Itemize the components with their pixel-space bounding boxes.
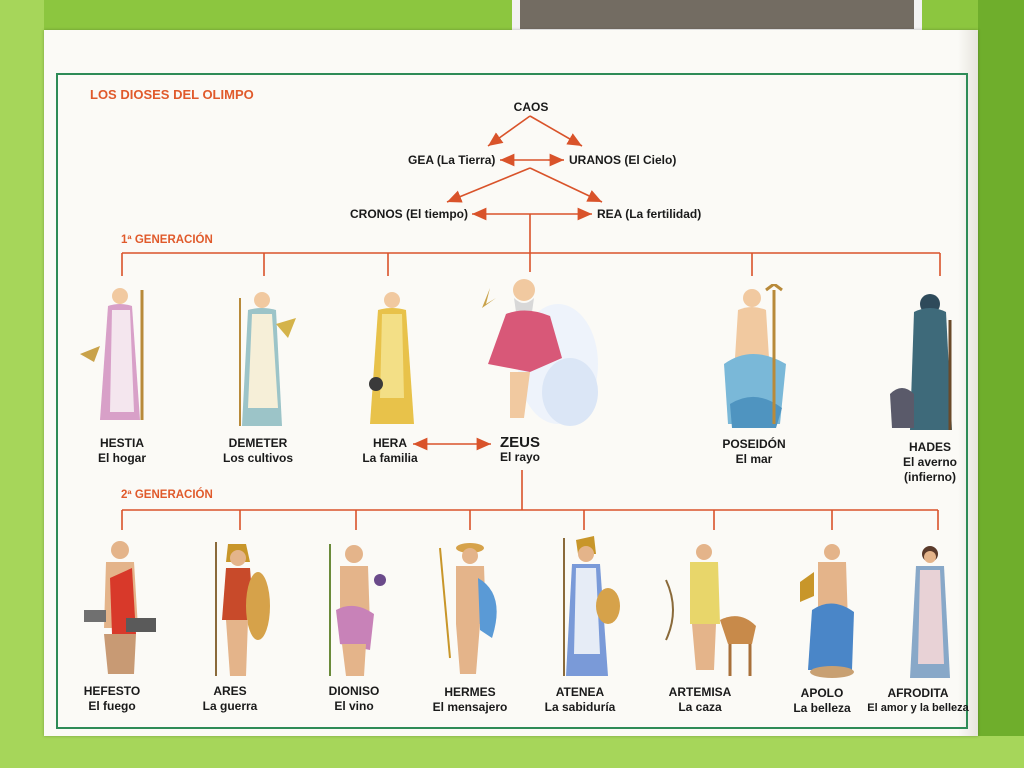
god-name: POSEIDÓN <box>722 437 786 451</box>
background-stripe <box>0 0 44 768</box>
uranos-label: URANOS (El Cielo) <box>569 153 677 167</box>
background-stripe <box>978 0 1024 768</box>
page-edge <box>958 30 978 736</box>
atenea-illustration <box>563 536 620 676</box>
god-name: ZEUS <box>499 434 540 451</box>
god-role: La familia <box>362 451 418 465</box>
dioniso-illustration <box>329 544 386 676</box>
zeus-illustration <box>482 279 598 426</box>
god-role: La sabiduría <box>544 700 616 714</box>
hefesto-illustration <box>84 541 156 674</box>
poseidon-illustration <box>724 284 786 428</box>
god-caption-zeus: ZEUS El rayo <box>500 435 540 465</box>
god-role: El averno <box>902 455 958 469</box>
caos-label: CAOS <box>513 100 549 114</box>
god-role-extra: (infierno) <box>904 470 956 484</box>
god-name: HESTIA <box>99 436 145 450</box>
god-role: El hogar <box>97 451 147 465</box>
hestia-illustration <box>80 288 144 420</box>
god-caption-atenea: ATENEA La sabiduría <box>545 685 616 715</box>
god-name: DIONISO <box>328 684 380 698</box>
arrow-to-rea <box>529 167 603 203</box>
afrodita-illustration <box>910 546 950 678</box>
god-role: Los cultivos <box>222 451 294 465</box>
god-caption-hestia: HESTIA El hogar <box>98 436 146 466</box>
god-caption-apolo: APOLO La belleza <box>793 686 850 716</box>
god-caption-hera: HERA La familia <box>362 436 417 466</box>
god-role: El rayo <box>499 450 541 464</box>
gen1-label: 1ª GENERACIÓN <box>121 234 213 246</box>
god-role: El mensajero <box>432 700 508 714</box>
gen2-label: 2ª GENERACIÓN <box>121 489 213 501</box>
hera-illustration <box>369 292 414 424</box>
arrow-caos-uranos <box>529 115 583 147</box>
god-caption-hefesto: HEFESTO El fuego <box>84 684 140 714</box>
background-stripe <box>0 736 1024 768</box>
god-name: HEFESTO <box>83 684 141 698</box>
god-name: DEMETER <box>228 436 288 450</box>
god-caption-hermes: HERMES El mensajero <box>433 685 508 715</box>
god-role: El vino <box>334 699 374 713</box>
diagram-frame <box>56 73 968 729</box>
artemisa-illustration <box>665 544 756 676</box>
god-name: HERMES <box>444 685 496 699</box>
title-placeholder-box <box>512 0 922 33</box>
gea-label: GEA (La Tierra) <box>408 153 496 167</box>
god-caption-afrodita: AFRODITA El amor y la belleza <box>867 686 969 716</box>
rea-label: REA (La fertilidad) <box>597 207 702 221</box>
god-caption-demeter: DEMETER Los cultivos <box>223 436 293 466</box>
god-caption-dioniso: DIONISO El vino <box>329 684 380 714</box>
god-name: ARES <box>213 684 247 698</box>
god-name: APOLO <box>800 686 844 700</box>
god-role: La guerra <box>202 699 258 713</box>
god-role: El mar <box>735 452 773 466</box>
god-caption-ares: ARES La guerra <box>203 684 258 714</box>
god-name: ATENEA <box>555 685 605 699</box>
god-role: El fuego <box>88 699 136 713</box>
arrow-to-cronos <box>446 167 531 203</box>
diagram-title: LOS DIOSES DEL OLIMPO <box>90 87 254 102</box>
cronos-label: CRONOS (El tiempo) <box>350 207 469 221</box>
god-caption-hades: HADES El averno (infierno) <box>903 440 957 485</box>
god-role: El amor y la belleza <box>867 702 969 714</box>
god-name: ARTEMISA <box>668 685 732 699</box>
god-name: HERA <box>372 436 408 450</box>
hades-illustration <box>890 294 952 430</box>
god-name: HADES <box>908 440 951 454</box>
god-role: La caza <box>678 700 722 714</box>
god-name: AFRODITA <box>887 686 949 700</box>
god-role: La belleza <box>793 701 851 715</box>
ares-illustration <box>215 542 270 676</box>
arrow-caos-gea <box>487 115 531 147</box>
demeter-illustration <box>239 292 296 426</box>
hermes-illustration <box>439 543 497 674</box>
god-caption-poseidon: POSEIDÓN El mar <box>722 437 785 467</box>
apolo-illustration <box>800 544 854 678</box>
god-caption-artemisa: ARTEMISA La caza <box>669 685 732 715</box>
